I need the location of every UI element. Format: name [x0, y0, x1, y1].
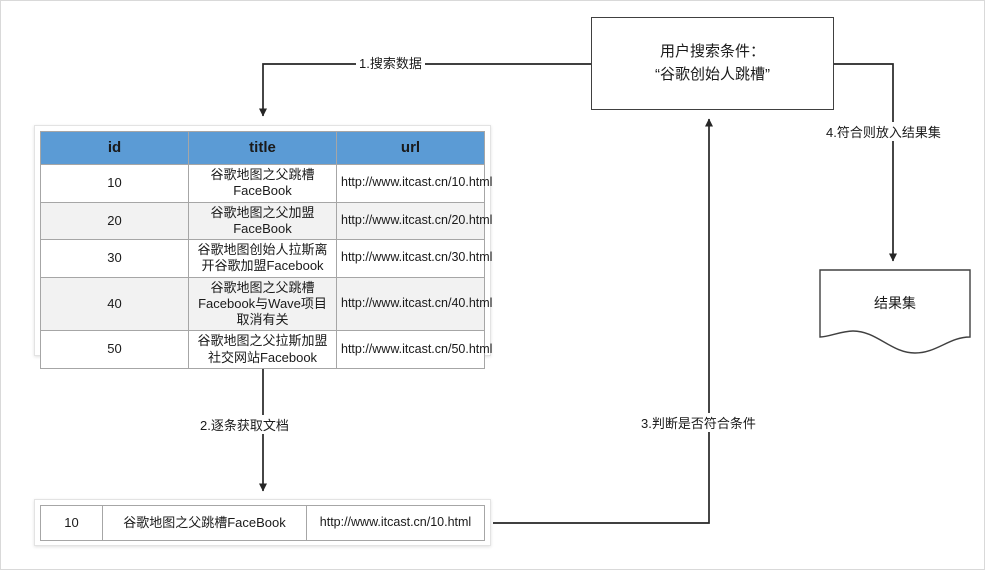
- cell-title: 谷歌地图之父加盟FaceBook: [188, 201, 337, 240]
- query-condition-box: 用户搜索条件： “谷歌创始人跳槽”: [591, 17, 834, 110]
- cell-title: 谷歌地图创始人拉斯离开谷歌加盟Facebook: [188, 239, 337, 278]
- result-set-document: 结果集: [819, 269, 971, 354]
- document-shape-icon: [819, 269, 971, 354]
- cell-title: 谷歌地图之父跳槽FaceBook: [188, 164, 337, 203]
- cell-url: http://www.itcast.cn/10.html: [306, 505, 485, 541]
- edge-4-add-to-result-set: [834, 63, 897, 262]
- cell-url: http://www.itcast.cn/50.html: [336, 330, 492, 369]
- cell-id: 40: [40, 276, 189, 332]
- table-row: 20 谷歌地图之父加盟FaceBook http://www.itcast.cn…: [40, 201, 492, 240]
- table-header-row: id title url: [40, 131, 485, 165]
- table-row: 30 谷歌地图创始人拉斯离开谷歌加盟Facebook http://www.it…: [40, 239, 492, 278]
- cell-url: http://www.itcast.cn/40.html: [336, 276, 492, 332]
- single-document-table: 10 谷歌地图之父跳槽FaceBook http://www.itcast.cn…: [34, 499, 491, 546]
- edge-1-search-data: [259, 63, 591, 117]
- edge-label-add-to-result-set: 4.符合则放入结果集: [823, 122, 944, 141]
- edge-label-fetch-documents: 2.逐条获取文档: [197, 415, 292, 434]
- cell-title: 谷歌地图之父跳槽Facebook与Wave项目取消有关: [188, 276, 337, 332]
- cell-url: http://www.itcast.cn/10.html: [336, 164, 492, 203]
- column-header-id: id: [40, 131, 189, 165]
- table-row: 40 谷歌地图之父跳槽Facebook与Wave项目取消有关 http://ww…: [40, 276, 492, 332]
- cell-id: 20: [40, 201, 189, 240]
- column-header-title: title: [188, 131, 337, 165]
- table-row: 10 谷歌地图之父跳槽FaceBook http://www.itcast.cn…: [40, 505, 485, 541]
- query-condition-line2: “谷歌创始人跳槽”: [655, 65, 770, 83]
- table-row: 50 谷歌地图之父拉斯加盟社交网站Facebook http://www.itc…: [40, 330, 492, 369]
- query-condition-line1: 用户搜索条件：: [659, 43, 765, 60]
- cell-title: 谷歌地图之父跳槽FaceBook: [102, 505, 307, 541]
- result-set-label: 结果集: [874, 295, 916, 311]
- cell-url: http://www.itcast.cn/30.html: [336, 239, 492, 278]
- table-row: 10 谷歌地图之父跳槽FaceBook http://www.itcast.cn…: [40, 164, 492, 203]
- documents-table: id title url 10 谷歌地图之父跳槽FaceBook http://…: [34, 125, 492, 369]
- cell-title: 谷歌地图之父拉斯加盟社交网站Facebook: [188, 330, 337, 369]
- cell-id: 50: [40, 330, 189, 369]
- edge-3-condition-check: [493, 118, 713, 524]
- cell-id: 30: [40, 239, 189, 278]
- cell-id: 10: [40, 505, 103, 541]
- column-header-url: url: [336, 131, 485, 165]
- edge-label-search-data: 1.搜索数据: [356, 53, 425, 72]
- cell-id: 10: [40, 164, 189, 203]
- edge-label-condition-check: 3.判断是否符合条件: [638, 413, 759, 432]
- cell-url: http://www.itcast.cn/20.html: [336, 201, 492, 240]
